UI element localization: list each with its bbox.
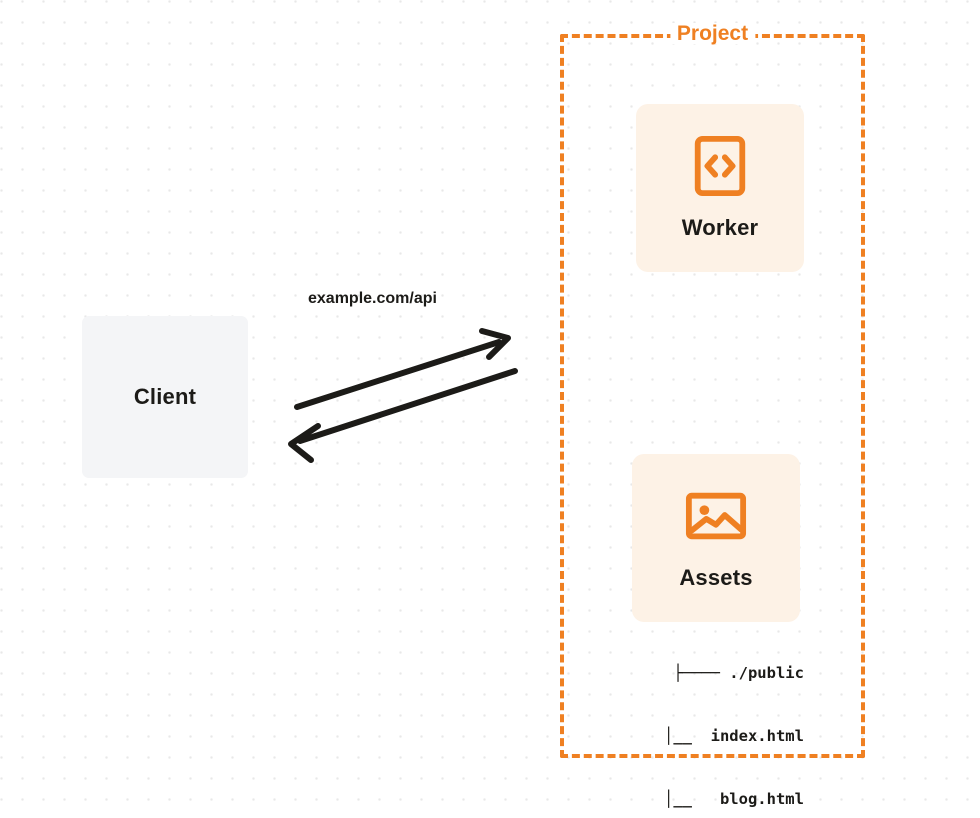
worker-card[interactable]: Worker (636, 104, 804, 272)
assets-card[interactable]: Assets (632, 454, 800, 622)
project-group-boundary: Project Worker Assets ├──── ./public │__… (560, 23, 865, 808)
client-node-label: Client (133, 384, 197, 409)
file-tree-row-blog-html: │__ blog.html (617, 790, 804, 808)
code-brackets-icon (694, 135, 746, 197)
worker-card-label: Worker (681, 215, 759, 240)
file-tree-row-index-html: │__ index.html (617, 727, 804, 745)
response-arrow (288, 368, 518, 463)
image-icon (685, 492, 747, 540)
assets-card-label: Assets (679, 565, 753, 590)
project-group-title: Project (669, 23, 756, 44)
edge-label-request-url: example.com/api (308, 290, 437, 307)
request-arrow (294, 328, 511, 410)
assets-file-tree: ├──── ./public │__ index.html │__ blog.h… (608, 621, 804, 818)
file-tree-row-public: ├──── ./public (673, 664, 804, 682)
client-node[interactable]: Client (82, 316, 248, 478)
